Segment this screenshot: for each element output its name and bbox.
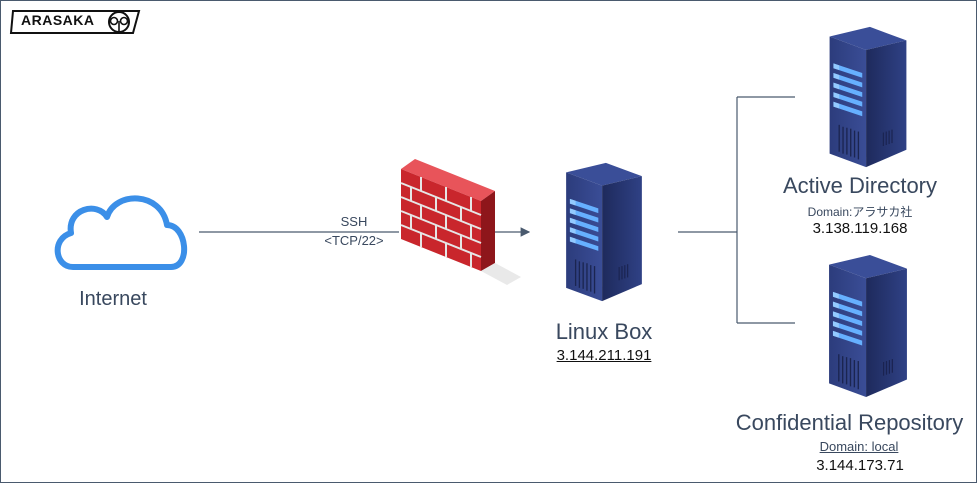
arasaka-emblem-icon	[9, 10, 141, 34]
active-directory-label: Active Directory	[782, 173, 938, 198]
logo: ARASAKA	[1, 1, 151, 41]
linux-box-ip: 3.144.211.191	[552, 347, 656, 364]
linux-box-server-icon	[531, 159, 677, 302]
linux-box-ip-wrap: 3.144.211.191	[541, 347, 667, 365]
port-label: <TCP/22>	[324, 233, 384, 248]
active-directory-server-icon	[795, 23, 941, 169]
cloud-icon	[54, 195, 187, 270]
confidential-repo-server-icon	[795, 251, 941, 399]
confidential-repo-ip: 3.144.173.71	[812, 457, 908, 474]
linux-box-label: Linux Box	[555, 319, 653, 344]
confidential-repo-label: Confidential Repository	[735, 410, 964, 435]
internet-label: Internet	[79, 288, 147, 310]
logo-text: ARASAKA	[21, 12, 95, 28]
confidential-repo-ip-wrap: 3.144.173.71	[795, 457, 925, 475]
active-directory-domain: Domain:アラサカ社	[807, 205, 913, 219]
ssh-label: SSH	[340, 214, 368, 229]
active-directory-ip: 3.138.119.168	[808, 220, 912, 237]
active-directory-ip-wrap: 3.138.119.168	[795, 220, 925, 238]
firewall-brick-icon	[399, 159, 521, 285]
confidential-repo-domain: Domain: local	[819, 439, 899, 454]
